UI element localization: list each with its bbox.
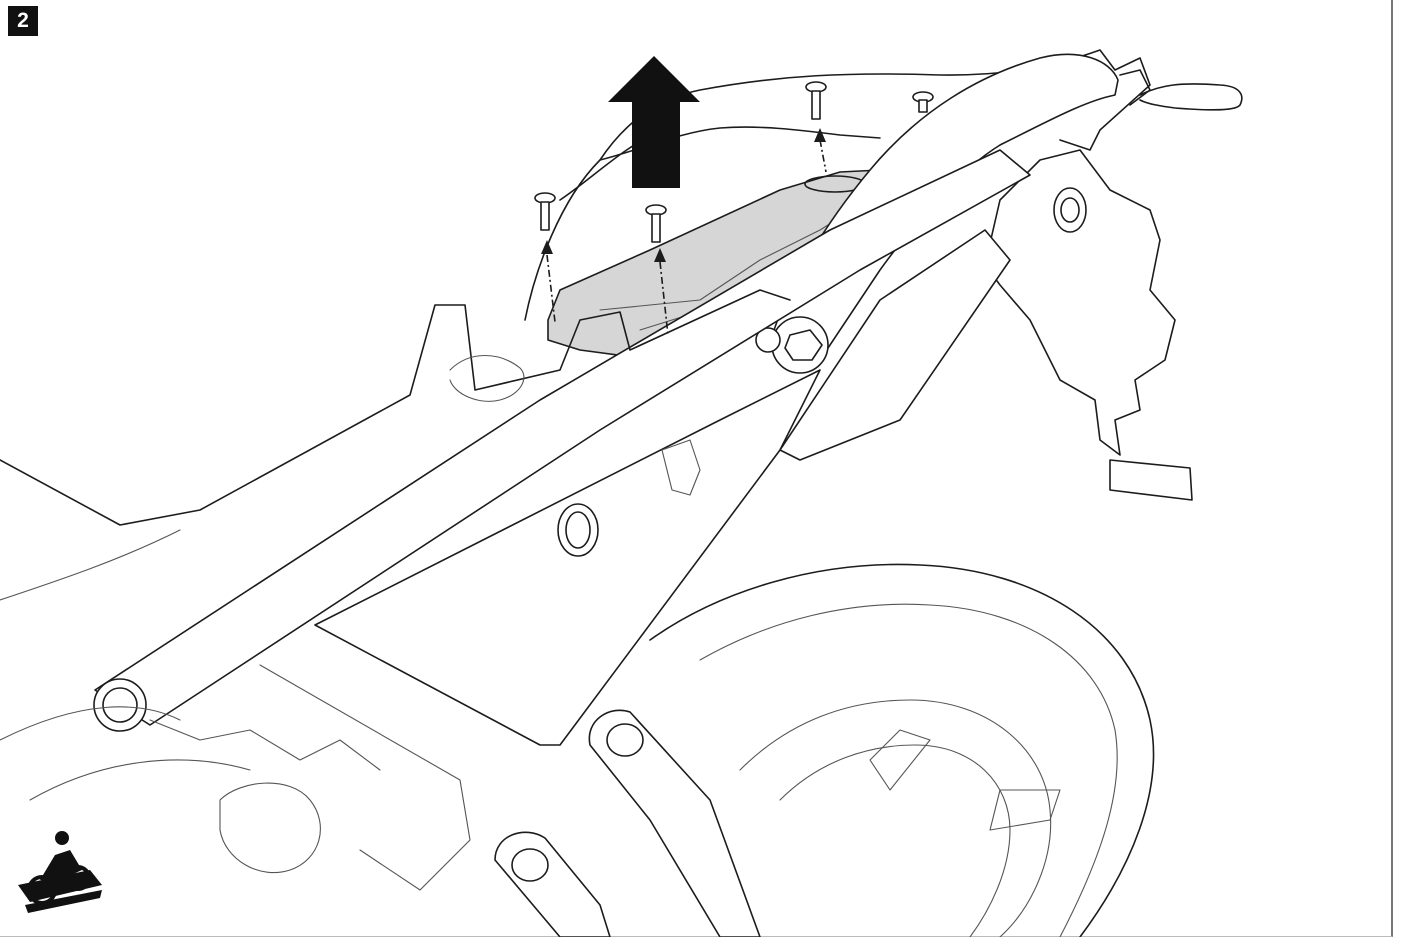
frame-strut [779, 229, 1011, 461]
subframe-upper-rail [769, 53, 1119, 361]
tail-light [1139, 83, 1243, 111]
up-arrow-icon [608, 56, 700, 188]
motorcycle-on-stand-icon [18, 831, 102, 913]
screw-icon [645, 204, 669, 336]
subframe-lower-rail [94, 149, 1031, 726]
screw-icon [534, 192, 556, 323]
step-number-badge: 2 [8, 6, 38, 36]
screw-icon [805, 81, 827, 173]
footpeg-hanger [588, 709, 761, 937]
screw-icon [912, 91, 934, 113]
rear-wheel-tyre [649, 563, 1155, 937]
rear-mudguard [984, 149, 1176, 456]
seat-base [0, 289, 791, 526]
